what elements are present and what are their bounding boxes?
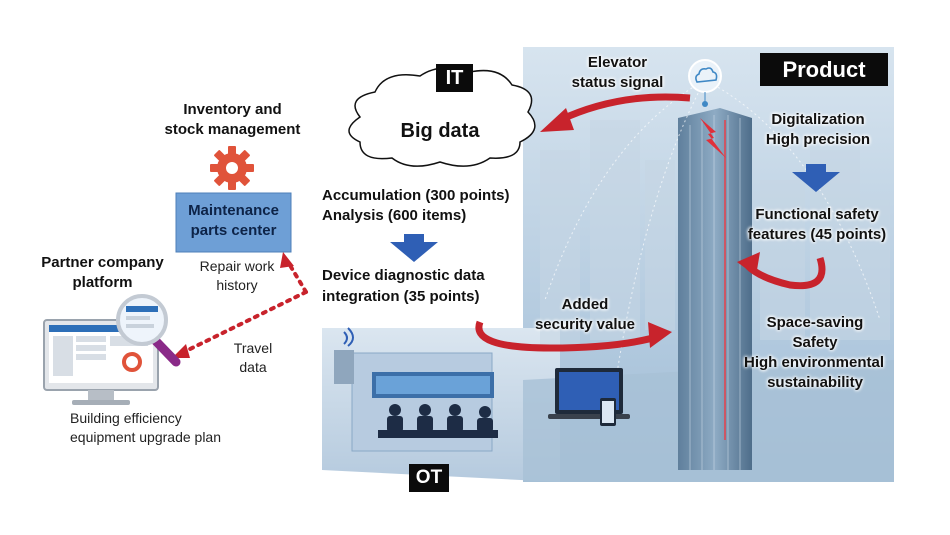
parts-center-line2: parts center: [190, 222, 277, 239]
building-efficiency-line1: Building efficiency: [70, 410, 182, 426]
travel-data-arrow: [182, 290, 308, 354]
magnifier-icon: [116, 294, 181, 367]
accumulation-text: Accumulation (300 points): [322, 187, 510, 204]
gear-icon: [210, 146, 254, 190]
high-environmental-text: High environmental: [743, 354, 885, 371]
lightning-signal-icon: [700, 118, 726, 158]
control-room-scene: [334, 327, 498, 452]
product-label: Product: [760, 53, 888, 86]
functional-safety-line2: features (45 points): [747, 226, 887, 243]
cloud-signal-icon: [688, 59, 722, 107]
added-security-line1: Added: [561, 296, 609, 313]
signal-to-bigdata-arrow: [558, 93, 691, 124]
digitalization-text: Digitalization: [771, 111, 865, 128]
repair-history-arrow: [286, 260, 308, 294]
travel-data-line2: data: [239, 359, 267, 375]
functional-safety-line1: Functional safety: [755, 206, 879, 223]
analysis-text: Analysis (600 items): [322, 207, 467, 224]
repair-history-line2: history: [216, 277, 258, 293]
elevator-signal-line2: status signal: [571, 74, 664, 91]
elevator-signal-line1: Elevator: [587, 54, 648, 71]
big-data-cloud-shape: [348, 67, 536, 167]
travel-data-line1: Travel: [233, 340, 273, 356]
added-security-line2: security value: [534, 316, 636, 333]
partner-platform-line1: Partner company: [41, 254, 164, 271]
parts-center-line1: Maintenance: [188, 202, 279, 219]
sustainability-text: sustainability: [767, 374, 863, 391]
safety-text: Safety: [792, 334, 838, 351]
big-data-label: Big data: [400, 120, 480, 142]
integration-text-line1: Device diagnostic data: [322, 267, 485, 284]
main-tower: [678, 108, 752, 470]
integration-text-line2: integration (35 points): [322, 288, 480, 305]
space-saving-text: Space-saving: [766, 314, 864, 331]
inventory-title-line1: Inventory and: [183, 101, 282, 118]
ot-label: OT: [409, 464, 449, 492]
it-label: IT: [436, 64, 473, 92]
building-efficiency-line2: equipment upgrade plan: [70, 429, 222, 445]
parts-center-box: [175, 192, 292, 253]
product-down-arrow: [792, 164, 840, 192]
partner-platform-line2: platform: [72, 274, 133, 291]
safety-feedback-arrow: [745, 256, 826, 290]
high-precision-text: High precision: [765, 131, 871, 148]
security-value-arrow: [475, 320, 662, 352]
it-down-arrow: [390, 234, 438, 262]
background-buildings: [540, 120, 890, 350]
laptop-device: [548, 368, 630, 426]
inventory-title-line2: stock management: [164, 121, 301, 138]
repair-history-line1: Repair work: [199, 258, 275, 274]
